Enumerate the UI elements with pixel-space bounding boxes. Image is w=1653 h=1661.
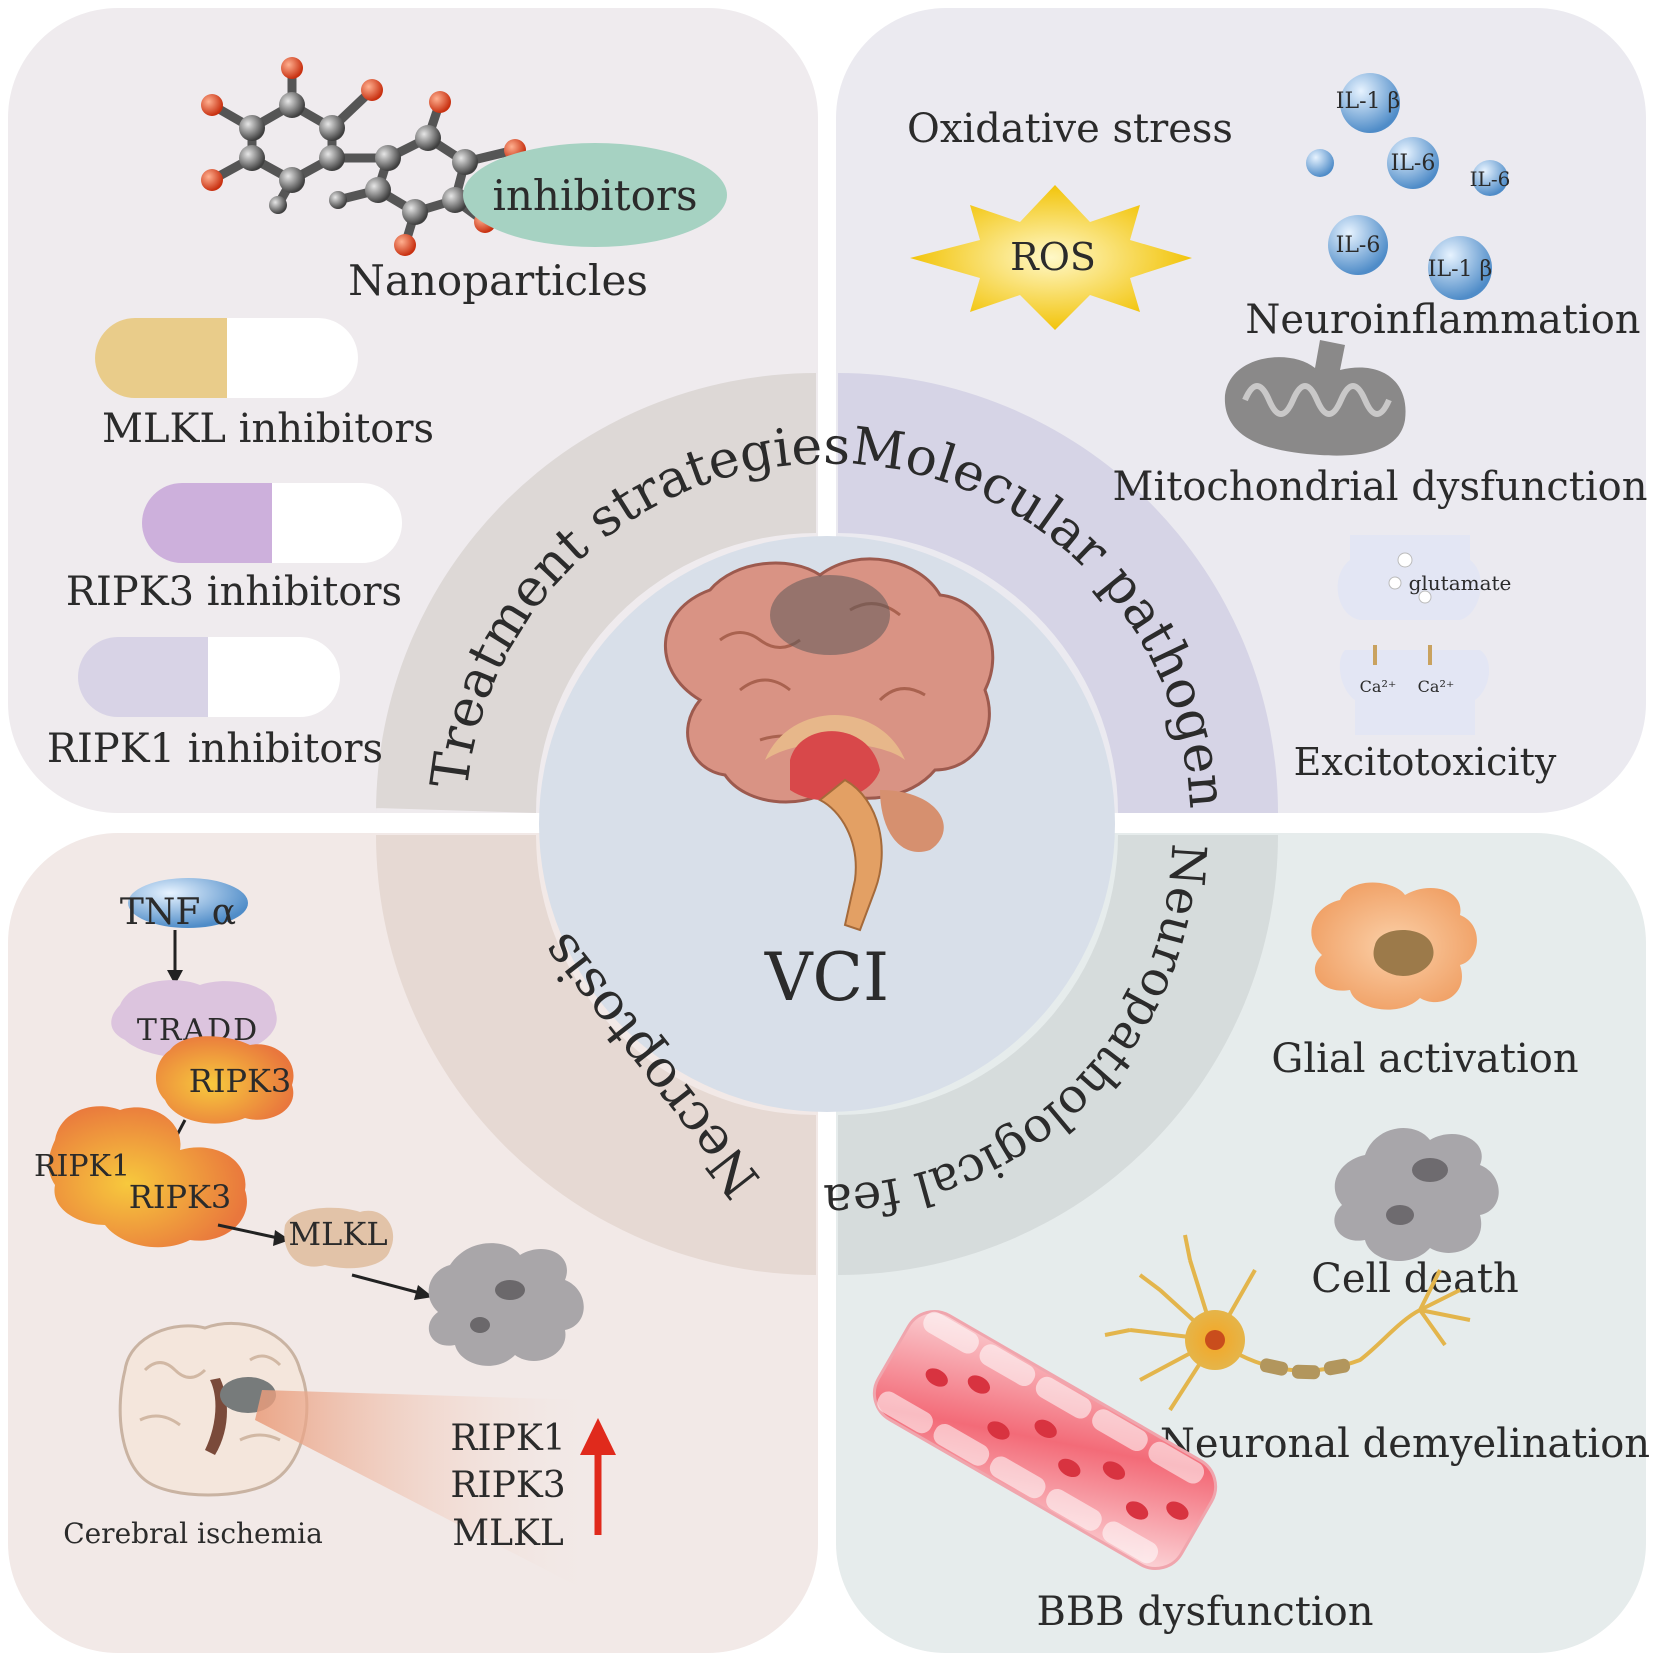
bbb-dysfunction-label: BBB dysfunction [1036,1589,1373,1635]
arrowhead-ripk3-mlkl [273,1230,290,1246]
cell-death-label: Cell death [1311,1256,1519,1302]
tradd-shape [111,980,277,1059]
ripk3-capsule [142,483,402,563]
mlkl-shape [284,1207,394,1269]
ripk1-label: RIPK1 [34,1149,130,1184]
blood-vessel-icon [872,1310,1218,1570]
dying-cell-nucleus [495,1280,525,1300]
nanoparticles-label: Nanoparticles [348,256,648,305]
ripk3-inhibitors-label: RIPK3 inhibitors [66,569,402,615]
ripk3-shape-a [155,1036,294,1124]
glutamate-label: glutamate [1409,571,1512,595]
dead-cell-nucleus [1412,1158,1448,1182]
ring-quadrant-treatment [376,373,816,813]
ros-label: ROS [1010,235,1096,279]
cytokine-label-4: IL-6 [1336,233,1381,258]
glial-activation-label: Glial activation [1271,1036,1578,1082]
mlkl-inhibitors-label: MLKL inhibitors [102,406,434,452]
cytokine-label-1: IL-1 β [1336,89,1400,114]
ripk1-inhibitors-label: RIPK1 inhibitors [47,726,383,772]
synapse-icon [1337,535,1490,735]
mitochondrion-icon [1224,340,1406,456]
mitochondrial-dysfunction-label: Mitochondrial dysfunction [1113,464,1648,510]
ring-quadrant-molecular [838,373,1278,813]
neuroinflammation-label: Neuroinflammation [1245,297,1640,343]
ripk3-label-b: RIPK3 [129,1178,232,1216]
ring-quadrant-neuropath [838,835,1278,1275]
neuron-nucleus [1205,1330,1225,1350]
neuronal-demyelination-label: Neuronal demyelination [1160,1421,1650,1467]
dead-cell-fragment [1386,1205,1414,1225]
cytokine-label-2: IL-6 [1391,151,1436,176]
dying-cell-fragment [470,1317,490,1333]
mlkl-label: MLKL [288,1215,387,1253]
myelin-segments [1259,1358,1351,1380]
cytokine-bubbles [1306,73,1508,300]
up-list-mlkl: MLKL [452,1513,564,1554]
cytokine-label-5: IL-1 β [1428,257,1492,282]
mlkl-capsule [95,318,358,398]
oxidative-stress-label: Oxidative stress [907,106,1233,152]
zoom-cone [255,1390,585,1590]
cytokine-label-3: IL-6 [1470,167,1511,191]
glial-nucleus [1373,930,1434,976]
arrowhead-mlkl-cell [414,1285,433,1300]
dead-cell-icon [1334,1128,1499,1262]
dying-cell-icon [428,1243,584,1366]
arrowhead-tnf-tradd [167,970,183,985]
inhibitors-bubble [463,143,727,247]
inhibitors-bubble-label: inhibitors [492,171,697,220]
ripk1-capsule [78,637,340,717]
cerebral-ischemia-label: Cerebral ischemia [63,1517,323,1550]
calcium-label-2: Ca²⁺ [1418,677,1455,696]
excitotoxicity-label: Excitotoxicity [1294,740,1557,784]
arrow-mlkl-cell [351,1273,421,1295]
nanoparticle-atoms [201,57,526,256]
brain-illustration [664,557,995,932]
up-list-ripk1: RIPK1 [450,1418,565,1459]
upregulation-arrowhead [580,1418,616,1455]
calcium-label-1: Ca²⁺ [1360,677,1397,696]
up-list-ripk3: RIPK3 [450,1465,565,1506]
ros-starburst [910,185,1192,330]
tnf-bubble [128,878,248,928]
ripk1-ripk3-complex [48,1106,247,1248]
tnf-label: TNF α [120,892,236,933]
arrow-ripk3-mlkl [217,1223,279,1240]
ring-quadrant-necroptosis [376,835,816,1275]
center-label: VCI [764,939,889,1016]
ripk3-label-a: RIPK3 [189,1062,292,1100]
